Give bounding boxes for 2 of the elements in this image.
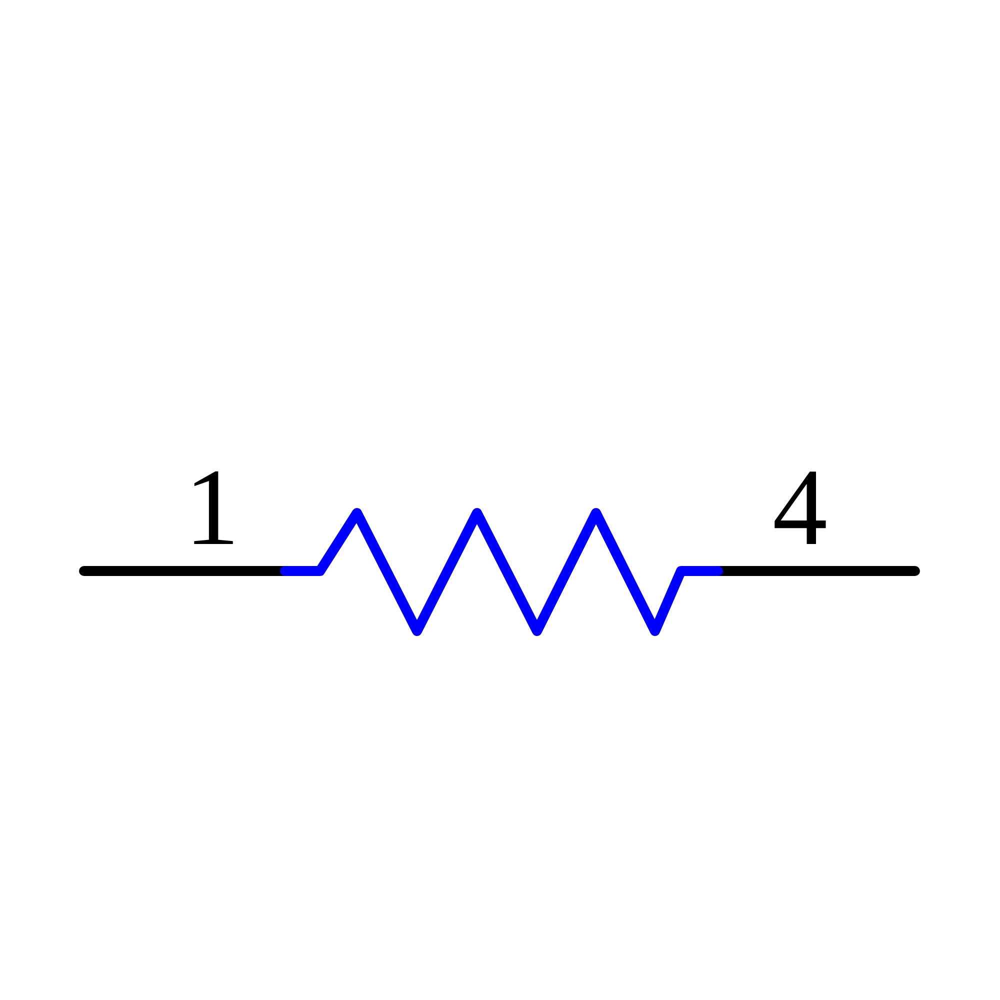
pin-number: 1 (184, 452, 240, 562)
pin-number: 4 (772, 452, 828, 562)
